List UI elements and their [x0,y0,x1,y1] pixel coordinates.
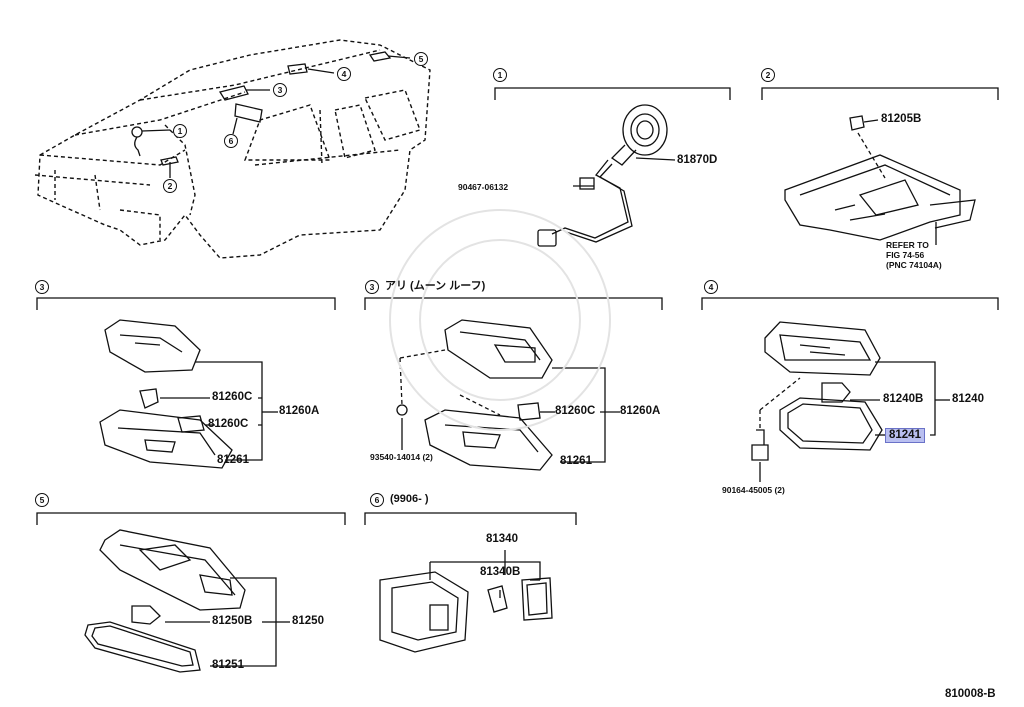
part-81250[interactable]: 81250 [292,615,324,627]
bracket-s5 [36,512,346,525]
part-90467-06132[interactable]: 90467-06132 [458,182,509,192]
part-81240B[interactable]: 81240B [883,393,924,405]
bracket-s2 [761,87,999,100]
part-81260A[interactable]: 81260A [279,405,320,417]
section-3b-marker: 3 [365,280,379,294]
bracket-s3b [364,297,663,310]
bracket-s1 [494,87,731,100]
part-81205B[interactable]: 81205B [881,113,922,125]
bracket-s6 [364,512,577,525]
part-81261-b[interactable]: 81261 [560,455,592,467]
section-6-marker: 6 [370,493,384,507]
part-93540-14014[interactable]: 93540-14014 (2) [370,452,433,462]
part-81260C-b[interactable]: 81260C [208,418,249,430]
section-2-marker: 2 [761,68,775,82]
section-3-marker: 3 [35,280,49,294]
callout-4-vehicle[interactable]: 4 [337,67,351,81]
callout-6-vehicle[interactable]: 6 [224,134,238,148]
refer-to-label: REFER TO [886,240,929,250]
section-1-marker: 1 [493,68,507,82]
part-90164-45005[interactable]: 90164-45005 (2) [722,485,785,495]
part-81260A-b[interactable]: 81260A [620,405,661,417]
part-81261[interactable]: 81261 [217,454,249,466]
part-81241-highlighted[interactable]: 81241 [885,428,925,443]
callout-3-vehicle[interactable]: 3 [273,83,287,97]
section-3b-title: アリ (ムーン ルーフ) [385,280,486,292]
bracket-s4 [701,297,999,310]
part-81240[interactable]: 81240 [952,393,984,405]
callout-2-vehicle[interactable]: 2 [163,179,177,193]
vehicle-outline [34,39,431,259]
part-81250B[interactable]: 81250B [212,615,253,627]
diagram-id: 810008-B [945,688,996,700]
callout-5-vehicle[interactable]: 5 [414,52,428,66]
watermark-seal [389,209,611,431]
part-81340[interactable]: 81340 [486,533,518,545]
refer-fig-label[interactable]: FIG 74-56 [886,250,925,260]
callout-1-vehicle[interactable]: 1 [173,124,187,138]
section-4-marker: 4 [704,280,718,294]
section-6-title: (9906- ) [390,493,429,505]
part-81340B[interactable]: 81340B [480,566,521,578]
part-81260C-c[interactable]: 81260C [555,405,596,417]
part-81870D[interactable]: 81870D [677,154,718,166]
section-5-marker: 5 [35,493,49,507]
refer-pnc-label: (PNC 74104A) [886,260,942,270]
bracket-s3 [36,297,336,310]
part-81251[interactable]: 81251 [212,659,244,671]
part-81260C-a[interactable]: 81260C [212,391,253,403]
